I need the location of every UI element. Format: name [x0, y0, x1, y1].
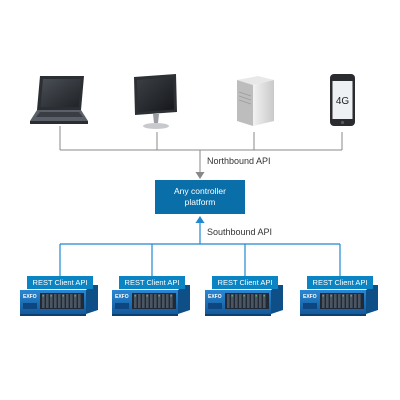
laptop-icon — [30, 76, 88, 124]
southbound-api-label: Southbound API — [207, 227, 273, 237]
unit-brand-label: EXFO — [208, 294, 222, 300]
rest-client-api-label: REST Client API — [119, 276, 185, 289]
controller-platform-box: Any controller platform — [155, 180, 245, 214]
rest-client-api-label: REST Client API — [307, 276, 373, 289]
unit-brand-label: EXFO — [23, 294, 37, 300]
test-platform-icon: EXFO — [112, 285, 190, 316]
smartphone-icon: 4G — [330, 74, 355, 126]
unit-brand-label: EXFO — [303, 294, 317, 300]
southbound-connectors — [59, 216, 341, 276]
monitor-icon — [134, 74, 177, 129]
phone-network-label: 4G — [336, 96, 350, 107]
southbound-arrowhead — [195, 216, 205, 223]
northbound-arrowhead — [195, 172, 205, 179]
rest-client-api-label: REST Client API — [27, 276, 93, 289]
test-platform-icon: EXFO — [20, 285, 98, 316]
rest-client-api-label: REST Client API — [212, 276, 278, 289]
controller-label-line1: Any controller — [174, 186, 226, 196]
server-icon — [237, 76, 274, 126]
unit-brand-label: EXFO — [115, 294, 129, 300]
northbound-api-label: Northbound API — [207, 156, 271, 166]
test-platform-icon: EXFO — [300, 285, 378, 316]
controller-label-line2: platform — [184, 197, 216, 207]
test-platform-icon: EXFO — [205, 285, 283, 316]
northbound-connectors — [59, 126, 343, 179]
